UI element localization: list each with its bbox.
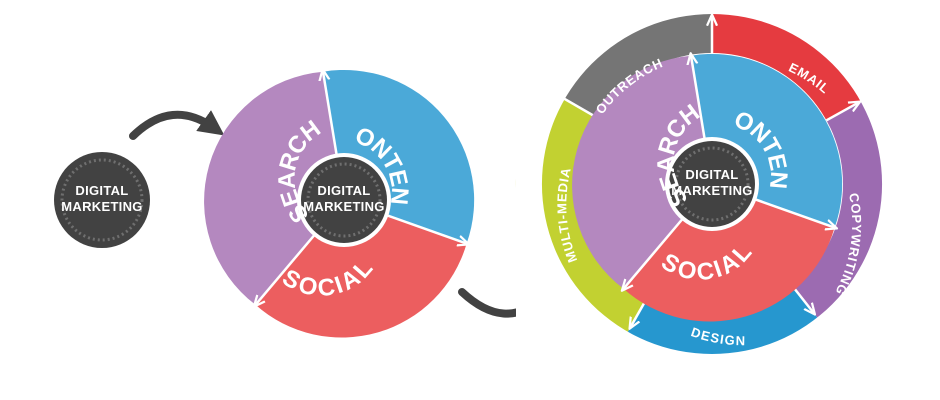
segment-search [204,71,344,305]
ring-divider-arrow [825,103,859,122]
small-hub-line1: DIGITAL [75,183,128,198]
segment-social [623,184,835,322]
small-hub: DIGITAL MARKETING [54,152,150,248]
wheel1-hub-line2: MARKETING [303,199,384,214]
ring-divider-arrow [552,92,600,120]
wheel2-hub-line2: MARKETING [671,183,752,198]
wheel1-hub-line1: DIGITAL [317,183,370,198]
flow-arrow-1 [129,110,225,140]
small-hub-line2: MARKETING [61,199,142,214]
ring-divider-arrow [792,286,813,313]
segment-search [572,55,712,289]
wheel2-hub-line1: DIGITAL [685,167,738,182]
segment-social [255,200,467,338]
